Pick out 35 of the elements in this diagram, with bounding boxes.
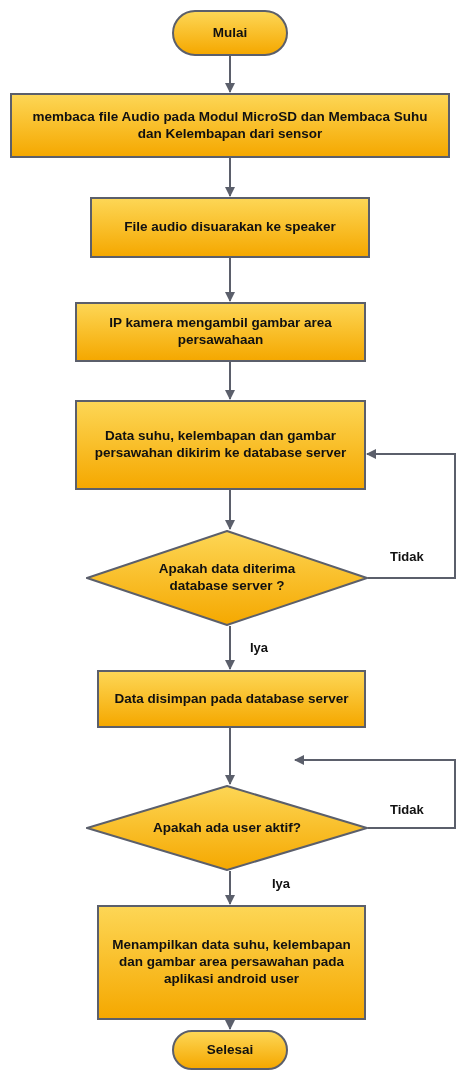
process-box (97, 905, 366, 1020)
arrow (225, 157, 235, 197)
node-text: Menampilkan data suhu, kelembapan dan gambar area persawahan pada aplikasi android user (111, 937, 352, 988)
node-text: Data disimpan pada database server (114, 690, 349, 708)
edge-label: Tidak (388, 802, 426, 817)
process-box (97, 670, 366, 728)
arrow (225, 361, 235, 400)
edge-label: Iya (270, 876, 293, 891)
node-text: Apakah ada user aktif? (153, 819, 301, 837)
arrow (225, 257, 235, 302)
process-box (10, 93, 450, 158)
arrow (294, 755, 456, 829)
node-text: Apakah data diterima database server ? (157, 561, 297, 595)
process-box (75, 400, 366, 490)
edge-label: Tidak (388, 549, 426, 564)
decision-diamond (86, 530, 368, 626)
node-text: Selesai (206, 1041, 254, 1059)
arrow (225, 727, 235, 785)
decision-diamond (86, 785, 368, 871)
arrow (225, 625, 235, 670)
arrow (225, 1019, 235, 1030)
arrow (225, 489, 235, 530)
process-box (90, 197, 370, 258)
node-text: File audio disuarakan ke speaker (124, 219, 336, 236)
node-text: IP kamera mengambil gambar area persawahaan (108, 315, 333, 349)
arrow (225, 870, 235, 905)
node-text: membaca file Audio pada Modul MicroSD dan Membaca Suhu dan Kelembapan dari sensor (31, 108, 429, 143)
terminal-pill (172, 1030, 288, 1070)
terminal-pill (172, 10, 288, 56)
process-box (75, 302, 366, 362)
edge-label: Iya (248, 640, 271, 655)
arrow (225, 55, 235, 93)
node-text: Data suhu, kelembapan dan gambar persawahan dikirim ke database server (93, 428, 348, 462)
arrow (366, 449, 456, 579)
node-text: Mulai (212, 24, 248, 42)
